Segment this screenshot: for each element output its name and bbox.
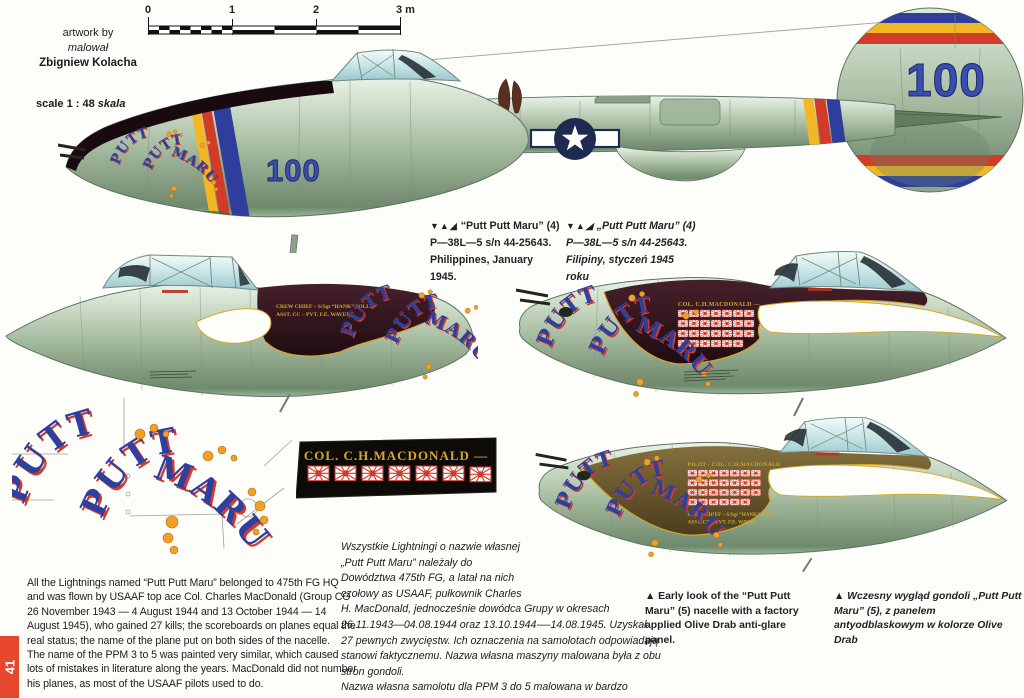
- kill-scoreboard: PILOT - COL. C.H.MACDONALD CREW CHIEF – …: [687, 462, 781, 526]
- body-text-polish: Wszystkie Lightningi o nazwie własnej „P…: [341, 540, 661, 698]
- wing-root-cutout: [757, 300, 1003, 338]
- tail-number: 100: [906, 54, 986, 106]
- scale-en: scale 1 : 48: [36, 98, 95, 110]
- crew-credits: CREW CHIEF – S/Sgt “HANK” JOLLY ASST. CC…: [276, 304, 374, 318]
- nose-art-dots: [418, 289, 478, 380]
- nose-art-dots: [166, 129, 219, 199]
- caption-location: Philippines, January 1945.: [430, 254, 534, 283]
- scoreboard-title: COL. C.H.MACDONALD —: [678, 302, 761, 308]
- polish-paragraph-2: Nazwa własna samolotu dla PPM 3 do 5 mal…: [341, 681, 628, 698]
- cannon-port: [577, 470, 591, 481]
- nose-art-dots: [643, 455, 723, 558]
- nose-art-dots: [134, 423, 269, 554]
- cockpit-canopy: [330, 48, 462, 82]
- cockpit-canopy: [768, 251, 925, 293]
- caption-profile5-en: ▲ Early look of the “Putt Putt Maru” (5)…: [645, 591, 799, 646]
- wing-root-cutout: [768, 464, 1004, 501]
- caption-profile4-en: ▼▲◢ “Putt Putt Maru” (4) P—38L—5 s/n 44-…: [430, 218, 560, 286]
- english-paragraph-1: All the Lightnings named “Putt Putt Maru…: [27, 577, 356, 647]
- scale-note: scale 1 : 48 skala: [36, 98, 146, 110]
- artist-name: Zbigniew Kolacha: [39, 57, 137, 69]
- caption-serial: P—38L—5 s/n 44-25643.: [566, 237, 688, 249]
- caption-location: Filipiny, styczeń 1945 roku: [566, 254, 674, 283]
- nacelle-closeup-olive: PILOT - COL. C.H.MACDONALD CREW CHIEF – …: [535, 416, 1008, 572]
- nose-art-detail-drawing: PUTT PUTT PUTT PUTT MARU MARU: [12, 398, 292, 554]
- polish-paragraph-1: Wszystkie Lightningi o nazwie własnej „P…: [341, 541, 661, 678]
- page-number-tab: 41: [0, 636, 19, 698]
- national-insignia: [529, 118, 621, 160]
- caption-serial: P—38L—5 s/n 44-25643.: [430, 237, 552, 249]
- gear-strut: [287, 234, 299, 253]
- pitot-probe: [279, 393, 291, 413]
- view-markers: ▼▲◢: [566, 221, 594, 231]
- pitot-probe: [802, 557, 813, 572]
- cannon-port: [559, 307, 573, 317]
- tail-stripes: [837, 13, 1023, 187]
- artwork-credits: artwork by malował Zbigniew Kolacha: [36, 26, 140, 71]
- cockpit-canopy: [102, 254, 260, 293]
- caption-profile4-pl: ▼▲◢ „Putt Putt Maru” (4) P—38L—5 s/n 44-…: [566, 218, 696, 286]
- crew-chief-line: CREW CHIEF – S/Sgt “HANK” JOLLY: [276, 304, 374, 310]
- nose-stripes: [185, 76, 252, 217]
- nose-art-dots: [628, 291, 711, 397]
- artwork-by-en: artwork by: [62, 27, 114, 39]
- cockpit-canopy: [778, 416, 929, 457]
- boom-stripes: [799, 95, 847, 153]
- artwork-by-pl: malował: [67, 42, 109, 54]
- asst-cc-line: ASST. CC – PVT. F.E. WAVER: [276, 312, 351, 318]
- pilot-line: PILOT - COL. C.H.MACDONALD: [688, 462, 781, 468]
- ruler-0: 0: [145, 4, 152, 16]
- pitot-probe: [793, 397, 804, 417]
- ruler-2: 2: [313, 4, 320, 16]
- kill-scoreboard: COL. C.H.MACDONALD —: [677, 302, 761, 348]
- propeller-blades: [498, 78, 522, 116]
- text-wrap-spacer: [529, 540, 661, 602]
- ruler-bar: [148, 17, 401, 35]
- banner-flags: [306, 464, 493, 483]
- antenna-wire: [389, 20, 899, 64]
- nacelle-closeup-port: CREW CHIEF – S/Sgt “HANK” JOLLY ASST. CC…: [5, 254, 478, 413]
- ruler-1: 1: [229, 4, 236, 16]
- scale-ruler: 0 1 2 3 m: [140, 0, 420, 42]
- caption-title: „Putt Putt Maru” (4): [596, 220, 696, 232]
- ruler-3m: 3 m: [396, 4, 415, 16]
- crew-chief-line: CREW CHIEF – S/Sgt “HANK” JOLLY: [688, 512, 779, 518]
- tail-fin: 100: [836, 7, 1024, 193]
- banner-title: COL. C.H.MACDONALD —: [304, 448, 488, 463]
- main-profile-artwork: 100: [57, 7, 1024, 253]
- nose-number: 100: [266, 153, 321, 188]
- scale-pl: skala: [97, 98, 126, 110]
- nose-guns: [535, 453, 569, 470]
- central-nacelle: PUTT PUTT PUTT PUTT MARU MARU 100: [57, 48, 529, 253]
- body-text-english: All the Lightnings named “Putt Putt Maru…: [27, 576, 357, 691]
- view-markers: ▼▲◢: [430, 221, 458, 231]
- asst-cc-line: ASST. CC – PVT. F.E. WAVER: [688, 520, 757, 526]
- antiglare-panel: [257, 283, 435, 357]
- caption-title: “Putt Putt Maru” (4): [460, 220, 560, 232]
- english-paragraph-2: The name of the PPM 3 to 5 was painted v…: [27, 649, 357, 690]
- nose-guns: [515, 288, 551, 306]
- antiglare-panel: [66, 81, 334, 171]
- page-number: 41: [2, 659, 17, 675]
- stencil-block: [149, 370, 197, 379]
- nose-guns: [57, 143, 87, 160]
- nacelle-closeup-starboard: COL. C.H.MACDONALD — PUTT PUTT PUTT PUTT…: [515, 251, 1007, 417]
- radiator-housing: [614, 145, 746, 182]
- wing-root-cutout: [195, 308, 272, 344]
- scoreboard-banner: COL. C.H.MACDONALD —: [296, 437, 497, 499]
- caption-profile5-pl: ▲ Wczesny wygląd gondoli „Putt Putt Maru…: [834, 591, 1022, 646]
- stencil-block: [683, 369, 739, 382]
- gold-piping: [265, 321, 427, 357]
